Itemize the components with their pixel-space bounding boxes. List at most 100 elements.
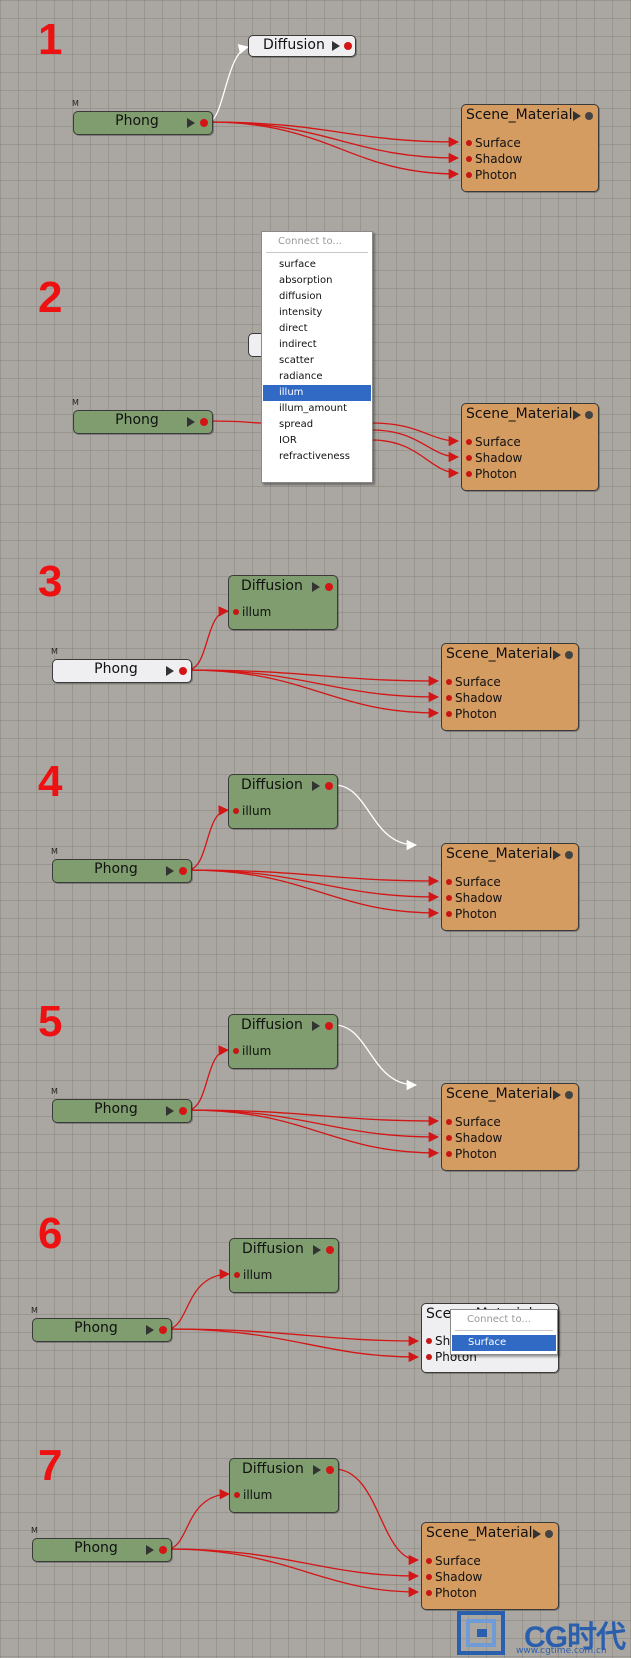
menu-item-absorption[interactable]: absorption xyxy=(279,275,333,286)
phong-node[interactable]: Phong xyxy=(73,410,213,434)
port-shadow[interactable]: Shadow xyxy=(466,152,522,166)
wire-illum xyxy=(166,1269,231,1330)
diffusion-node[interactable]: Diffusion illum xyxy=(229,1458,339,1513)
port-surface[interactable]: Surface xyxy=(426,1554,481,1568)
output-dot-icon[interactable] xyxy=(565,1091,573,1099)
port-photon[interactable]: Photon xyxy=(446,907,497,921)
port-illum[interactable]: illum xyxy=(233,1044,271,1058)
input-dot-icon xyxy=(466,155,472,162)
phong-node-selected[interactable]: Phong xyxy=(52,659,192,683)
output-dot-icon[interactable] xyxy=(325,782,333,790)
phong-node[interactable]: Phong xyxy=(52,859,192,883)
output-dot-icon[interactable] xyxy=(159,1326,167,1334)
port-shadow[interactable]: Shadow xyxy=(446,1131,502,1145)
scene-material-node[interactable]: Scene_Material Surface Shadow Photon xyxy=(441,1083,579,1171)
port-photon[interactable]: Photon xyxy=(426,1586,477,1600)
menu-item-illum-amount[interactable]: illum_amount xyxy=(279,403,347,414)
output-dot-icon[interactable] xyxy=(325,583,333,591)
menu-item-refractiveness[interactable]: refractiveness xyxy=(279,451,350,462)
scene-material-node[interactable]: Scene_Material Surface Shadow Photon xyxy=(441,643,579,731)
wire-photon xyxy=(166,1548,420,1598)
port-illum[interactable]: illum xyxy=(234,1268,272,1282)
output-triangle-icon xyxy=(187,118,195,128)
wire-surface xyxy=(207,121,460,148)
wire-drag-diffusion xyxy=(207,44,250,123)
port-photon[interactable]: Photon xyxy=(466,467,517,481)
connect-to-menu[interactable]: Connect to... Surface xyxy=(450,1309,558,1355)
step-number-4: 4 xyxy=(38,757,63,806)
output-dot-icon[interactable] xyxy=(179,1107,187,1115)
input-dot-icon xyxy=(446,678,452,685)
output-dot-icon[interactable] xyxy=(326,1466,334,1474)
port-shadow[interactable]: Shadow xyxy=(466,451,522,465)
menu-item-direct[interactable]: direct xyxy=(279,323,308,334)
input-dot-icon xyxy=(446,910,452,917)
output-dot-icon[interactable] xyxy=(179,867,187,875)
output-dot-icon[interactable] xyxy=(200,418,208,426)
port-photon[interactable]: Photon xyxy=(446,707,497,721)
menu-item-surface[interactable]: surface xyxy=(279,259,316,270)
output-dot-icon[interactable] xyxy=(325,1022,333,1030)
wire-illum xyxy=(186,805,230,871)
menu-item-diffusion[interactable]: diffusion xyxy=(279,291,322,302)
scene-material-node[interactable]: Scene_Material Surface Shadow Photon xyxy=(461,104,599,192)
output-dot-icon[interactable] xyxy=(159,1546,167,1554)
port-photon[interactable]: Photon xyxy=(446,1147,497,1161)
scene-material-node[interactable]: Scene_Material Surface Shadow Photon xyxy=(421,1522,559,1610)
phong-node[interactable]: Phong xyxy=(32,1538,172,1562)
menu-item-indirect[interactable]: indirect xyxy=(279,339,317,350)
scene-material-node[interactable]: Scene_Material Surface Shadow Photon xyxy=(441,843,579,931)
wire-surface xyxy=(186,869,440,887)
port-surface[interactable]: Surface xyxy=(446,875,501,889)
output-dot-icon[interactable] xyxy=(585,411,593,419)
port-shadow[interactable]: Shadow xyxy=(446,691,502,705)
menu-item-scatter[interactable]: scatter xyxy=(279,355,314,366)
port-shadow[interactable]: Shadow xyxy=(426,1570,482,1584)
port-illum[interactable]: illum xyxy=(233,605,271,619)
menu-item-intensity[interactable]: intensity xyxy=(279,307,323,318)
input-dot-icon xyxy=(234,1491,240,1498)
diffusion-node[interactable]: Diffusion illum xyxy=(228,774,338,829)
menu-item-spread[interactable]: spread xyxy=(279,419,314,430)
output-triangle-icon xyxy=(166,1106,174,1116)
output-dot-icon[interactable] xyxy=(565,851,573,859)
port-illum[interactable]: illum xyxy=(233,804,271,818)
port-surface[interactable]: Surface xyxy=(466,136,521,150)
diffusion-node-ghost[interactable]: Diffusion xyxy=(248,35,356,57)
menu-item-ior[interactable]: IOR xyxy=(279,435,297,446)
port-shadow[interactable]: Shadow xyxy=(446,891,502,905)
output-dot-icon[interactable] xyxy=(200,119,208,127)
menu-item-illum[interactable]: illum xyxy=(263,385,371,401)
diffusion-node[interactable]: Diffusion illum xyxy=(228,575,338,630)
phong-node[interactable]: Phong xyxy=(52,1099,192,1123)
output-dot-icon[interactable] xyxy=(545,1530,553,1538)
scene-material-node[interactable]: Scene_Material Surface Shadow Photon xyxy=(461,403,599,491)
node-title: Scene_Material xyxy=(446,1086,553,1102)
node-title: Phong xyxy=(94,1101,138,1117)
diffusion-node[interactable]: Diffusion illum xyxy=(229,1238,339,1293)
menu-item-surface[interactable]: Surface xyxy=(452,1335,556,1351)
phong-node[interactable]: Phong xyxy=(73,111,213,135)
input-dot-icon xyxy=(446,878,452,885)
output-dot-icon[interactable] xyxy=(344,42,352,50)
output-dot-icon[interactable] xyxy=(179,667,187,675)
output-dot-icon[interactable] xyxy=(565,651,573,659)
input-dot-icon xyxy=(234,1271,240,1278)
port-surface[interactable]: Surface xyxy=(466,435,521,449)
output-dot-icon[interactable] xyxy=(585,112,593,120)
wire-illum xyxy=(186,1045,230,1111)
phong-node[interactable]: Phong xyxy=(32,1318,172,1342)
output-dot-icon[interactable] xyxy=(326,1246,334,1254)
connect-to-menu[interactable]: Connect to... surface absorption diffusi… xyxy=(261,231,373,483)
wire-shadow xyxy=(186,669,440,703)
port-illum[interactable]: illum xyxy=(234,1488,272,1502)
input-dot-icon xyxy=(446,694,452,701)
port-photon[interactable]: Photon xyxy=(466,168,517,182)
diffusion-node[interactable]: Diffusion illum xyxy=(228,1014,338,1069)
port-surface[interactable]: Surface xyxy=(446,675,501,689)
menu-item-radiance[interactable]: radiance xyxy=(279,371,323,382)
wire-shadow xyxy=(166,1328,420,1347)
menu-header: Connect to... xyxy=(278,236,342,247)
port-surface[interactable]: Surface xyxy=(446,1115,501,1129)
wire-photon xyxy=(207,121,460,180)
